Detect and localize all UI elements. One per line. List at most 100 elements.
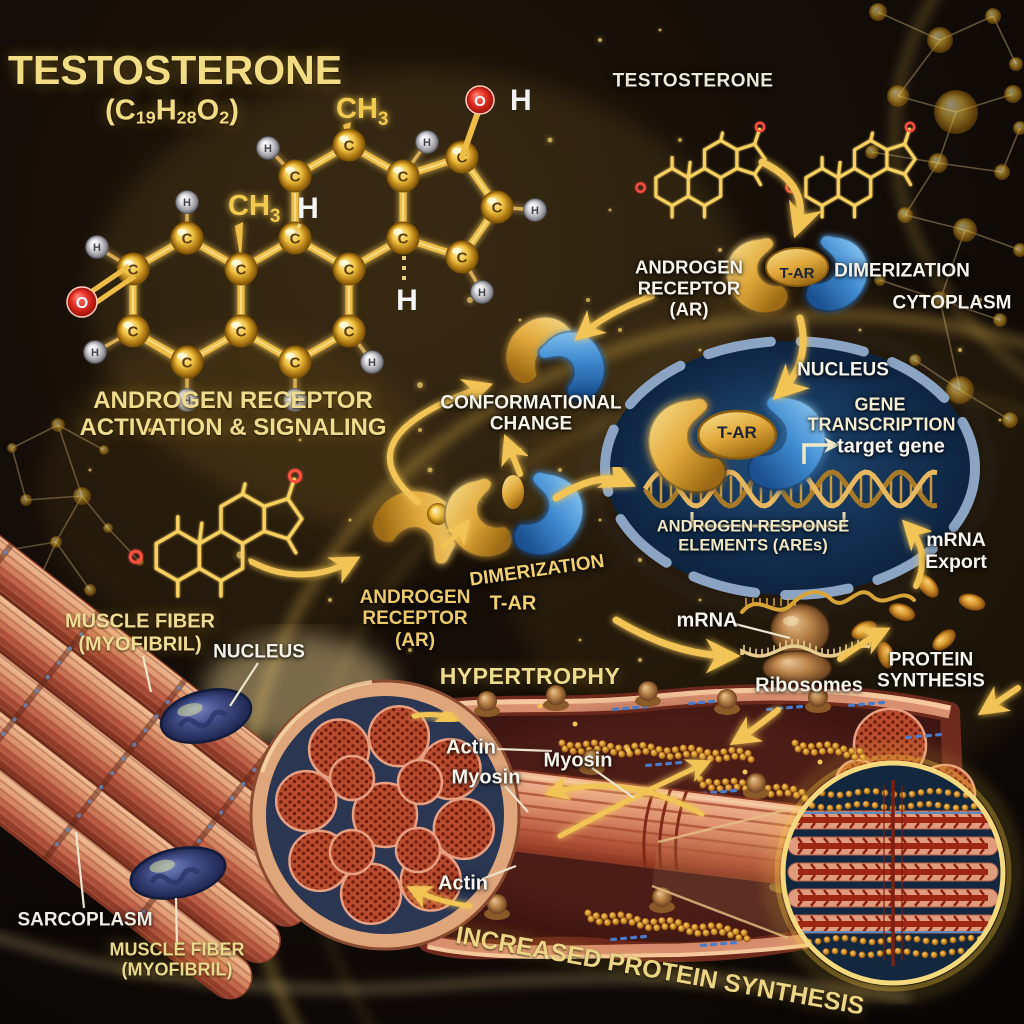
fiber-cross-section [249,679,521,951]
sparkle [718,248,722,252]
sparkle [598,38,602,42]
hydroxyl-group: O H [459,84,532,160]
sparkle [427,467,433,473]
flow-arrow [406,886,473,909]
nucleus-fiber-label: NUCLEUS [213,641,305,663]
oxygen-atom-label: O [76,295,88,312]
activation-signaling-title: ANDROGEN RECEPTOR ACTIVATION & SIGNALING [79,386,387,441]
testosterone-label-top-right: TESTOSTERONE [612,70,774,92]
leader-line [141,655,153,693]
sparkle [998,418,1002,422]
mrna-label: mRNA [676,609,738,632]
network-node [865,145,879,159]
mrna-export-label: mRNA Export [925,528,987,573]
ch3-label: CH3 [336,93,388,130]
carbon-atom: C [332,128,366,162]
svg-text:C: C [236,262,247,279]
ares-label: ANDROGEN RESPONSE ELEMENTS (AREs) [656,517,850,554]
sparkle [958,348,962,352]
svg-text:H: H [423,137,431,149]
myosin-label-left: Myosin [451,766,521,789]
network-node [909,354,921,366]
carbon-atom: C [224,252,258,286]
sparkle [586,298,590,302]
svg-text:C: C [344,262,355,279]
leader-line [174,897,179,948]
svg-text:C: C [128,262,139,279]
androgen-receptor-label-center: ANDROGEN RECEPTOR (AR) [359,586,471,651]
carbon-atom: C [332,252,366,286]
sparkle [598,518,602,522]
cytoplasm-label: CYTOPLASM [892,292,1012,314]
t-ar-complex-cytoplasm [724,234,870,315]
mini-testosterone-molecule [635,121,767,219]
svg-text:C: C [128,324,139,341]
hydrogen-atom: H [256,136,280,160]
svg-text:H: H [478,287,486,299]
main-title: TESTOSTERONE [7,46,343,93]
network-node [99,445,109,455]
t-ar-badge-nucleus: T-AR [717,423,757,442]
network-node [897,207,913,223]
sparkle [418,428,422,432]
carbon-atom: C [116,314,150,348]
leader-line [591,767,635,799]
androgen-receptor-label-cytoplasm: ANDROGEN RECEPTOR (AR) [635,256,743,320]
network-node [1002,412,1018,428]
mini-testosterone-molecule [128,469,304,598]
svg-text:H: H [291,395,299,407]
sparkle [518,448,522,452]
flow-arrow [249,556,361,584]
actin-label-bottom: Actin [438,872,488,895]
leader-line [734,622,791,640]
chemical-formula: (C19H28O2) [105,94,239,128]
sparkle [618,328,622,332]
magnifier-cone [651,808,789,940]
protein-knob [714,689,740,715]
protein-knob [474,691,500,717]
flow-arrow [837,627,891,662]
network-node [994,164,1010,180]
flow-arrow [901,519,934,589]
sparkle [148,428,152,432]
svg-text:C: C [236,324,247,341]
ch3-label: CH3 [228,190,280,227]
flow-arrow [387,378,494,505]
myonucleus [129,846,227,900]
ribosome [740,603,871,686]
flow-arrow [758,158,823,239]
flow-arrow [543,775,705,817]
actin-label-top: Actin [446,736,496,759]
leader-line [496,747,553,753]
sparkle [698,598,702,602]
hydrogen-atom: H [523,198,547,222]
protein-knob [635,681,661,707]
flow-arrow [574,293,655,341]
network-node [953,218,977,242]
leader-line [74,831,86,909]
sparkle [638,658,642,662]
svg-text:C: C [182,231,193,248]
carbon-atom: C [278,345,312,379]
flow-arrow [729,707,781,746]
myonucleus [159,688,253,744]
conformational-change-blob [504,315,606,403]
network-node [1009,57,1023,71]
network-node [103,523,113,533]
stereo-h: H [297,192,319,225]
stereo-h: H [396,284,418,317]
network-node [7,443,17,453]
svg-text:C: C [344,138,355,155]
svg-text:C: C [290,231,301,248]
flow-arrow [441,519,470,549]
network-node [887,85,909,107]
carbon-atom: C [278,159,312,193]
stereo-hydrogens: H H [295,192,418,317]
carbon-atom: C [170,345,204,379]
hydrogen-atom: H [175,388,199,412]
carbon-atom: C [386,159,420,193]
flow-arrow [612,616,741,674]
muscle-fiber-label-top: MUSCLE FIBER (MYOFIBRIL) [65,610,215,655]
sparkle [608,208,612,212]
